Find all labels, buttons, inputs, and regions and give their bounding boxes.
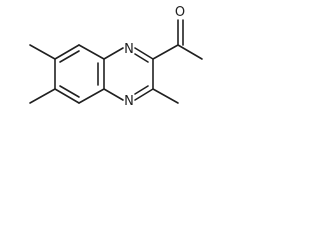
benzene-ring [54, 44, 105, 104]
methyl-substituents [29, 44, 179, 104]
bond-c2-carbonyl [152, 44, 179, 60]
bond-c5-c4a [78, 88, 105, 104]
bond-c8a-n1 [103, 47, 124, 60]
bond-c3-n4 [134, 88, 154, 101]
bond-c3-n4-inner [134, 85, 149, 95]
bond-c7-methyl [29, 44, 56, 60]
atom-label-n-bottom: N [124, 94, 134, 109]
atom-label-oxygen: O [175, 5, 185, 20]
acetyl-group [152, 19, 203, 60]
bond-c6-c5 [54, 88, 80, 104]
structure-canvas: N N O [0, 0, 250, 138]
bond-c6-c5-inner [59, 85, 80, 98]
molecule-diagram: N N O [29, 5, 203, 109]
bond-carbonyl-methyl [177, 44, 203, 60]
pyrazine-ring [103, 47, 154, 101]
bond-c6-methyl [29, 88, 56, 104]
bond-c3-methyl [152, 88, 179, 104]
bond-c8-c7 [54, 44, 80, 60]
bond-n1-c2 [134, 47, 154, 60]
atom-label-n-top: N [124, 42, 134, 57]
bond-c8-c7-inner [59, 50, 80, 63]
bond-c8a-c8 [78, 44, 105, 60]
bond-n4-c4a [103, 88, 124, 101]
bond-n1-c2-inner [134, 53, 149, 63]
